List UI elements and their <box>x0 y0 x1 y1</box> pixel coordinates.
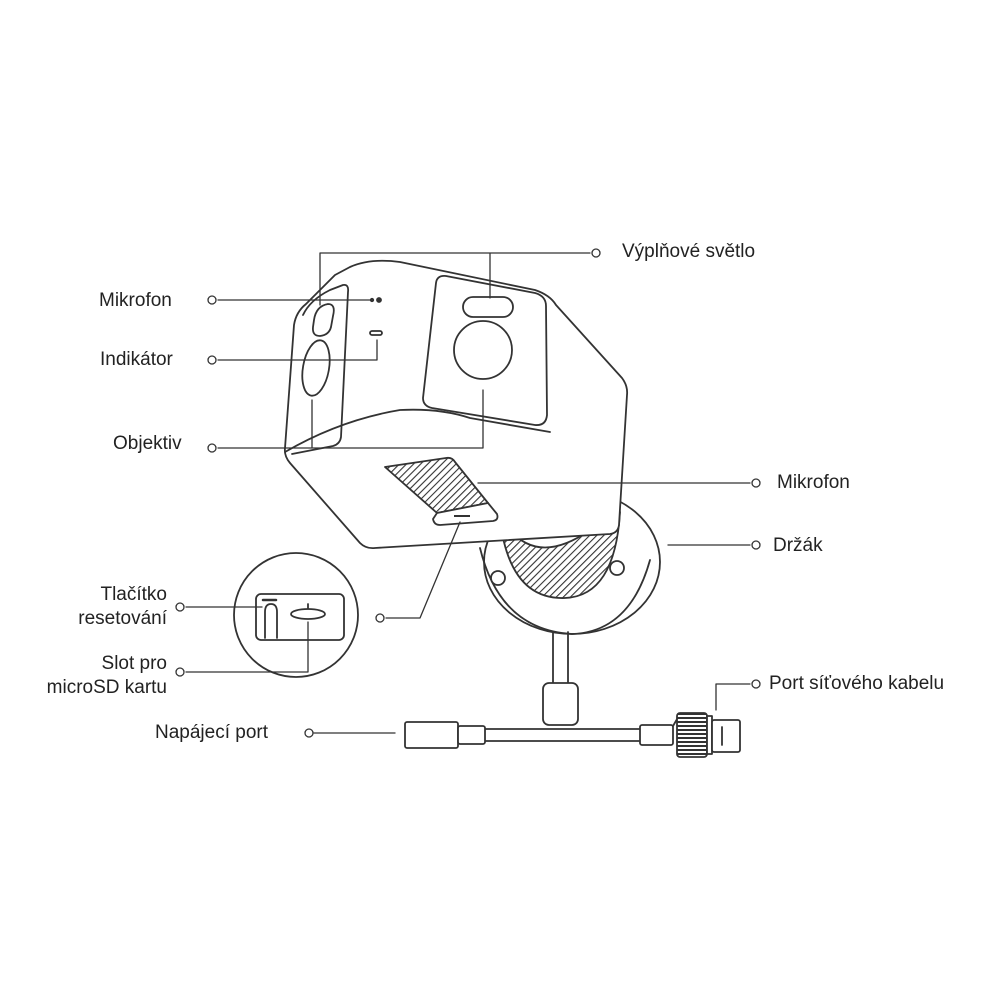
microphone-hole <box>376 297 382 303</box>
lens-left <box>301 339 331 397</box>
camera-body <box>283 259 629 550</box>
indicator-light <box>369 330 383 336</box>
network-port-plug <box>711 719 741 753</box>
label-microphone-top: Mikrofon <box>99 290 172 311</box>
lens-right <box>453 320 513 380</box>
label-microphone-bottom: Mikrofon <box>777 472 850 493</box>
power-port-connector <box>404 721 459 749</box>
speaker-grille <box>384 456 489 514</box>
label-lens: Objektiv <box>113 433 182 454</box>
inset-detail <box>233 552 359 678</box>
label-reset-button: Tlačítko resetování <box>78 583 167 631</box>
label-power-port: Napájecí port <box>155 722 269 743</box>
label-mount: Držák <box>773 535 823 556</box>
label-network-port: Port síťového kabelu <box>769 673 945 694</box>
label-microsd-slot: Slot pro microSD kartu <box>47 652 167 700</box>
network-port-nut <box>676 712 708 758</box>
leader-lines <box>175 248 761 738</box>
cable-assembly <box>404 631 741 758</box>
fill-light-left <box>311 303 335 337</box>
label-sd-line1: Slot pro <box>101 653 167 674</box>
label-indicator: Indikátor <box>100 349 173 370</box>
label-reset-line1: Tlačítko <box>100 584 167 605</box>
label-sd-line2: microSD kartu <box>46 677 167 698</box>
right-face-panel <box>422 274 548 426</box>
label-fill-light: Výplňové světlo <box>622 241 756 262</box>
label-reset-line2: resetování <box>78 608 167 629</box>
fill-light-right <box>462 296 514 318</box>
